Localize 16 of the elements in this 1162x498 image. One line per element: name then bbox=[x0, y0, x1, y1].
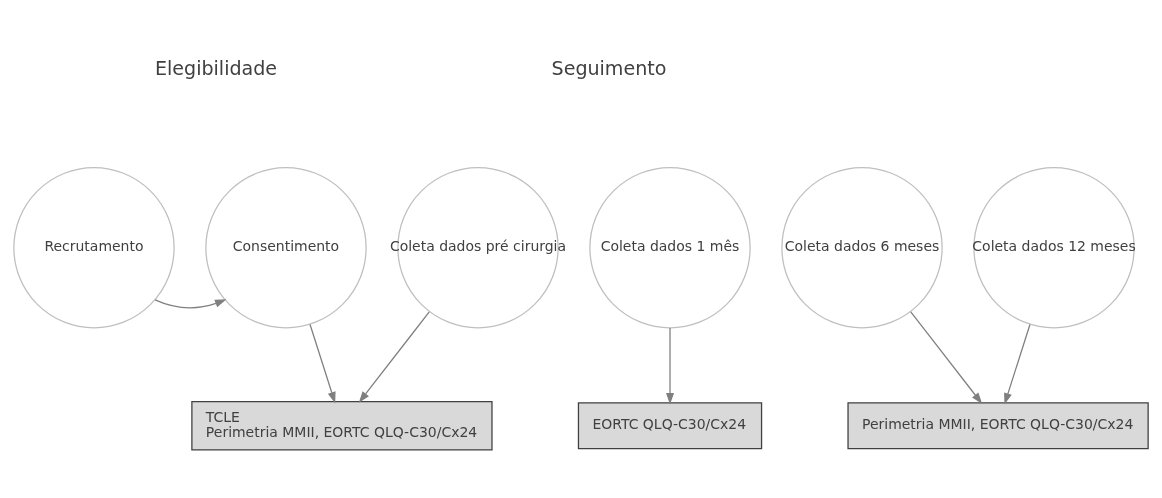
label: Elegibilidade bbox=[155, 57, 278, 80]
arrow bbox=[910, 311, 983, 405]
label: Seguimento bbox=[551, 57, 667, 80]
node-box: EORTC QLQ-C30/Cx24 bbox=[577, 402, 763, 450]
node-circle: Consentimento bbox=[205, 167, 367, 329]
arrow bbox=[309, 323, 336, 404]
arrow bbox=[666, 327, 675, 405]
node-box: TCLE Perimetria MMII, EORTC QLQ-C30/Cx24 bbox=[191, 400, 493, 451]
arrow bbox=[154, 299, 227, 309]
node-box: Perimetria MMII, EORTC QLQ-C30/Cx24 bbox=[847, 402, 1149, 450]
node-circle: Coleta dados 6 meses bbox=[781, 167, 943, 329]
node-circle: Coleta dados 12 meses bbox=[973, 167, 1135, 329]
node-circle: Coleta dados 1 mês bbox=[589, 167, 751, 329]
arrow bbox=[358, 311, 430, 403]
node-circle: Recrutamento bbox=[13, 167, 175, 329]
arrow bbox=[1004, 323, 1031, 405]
